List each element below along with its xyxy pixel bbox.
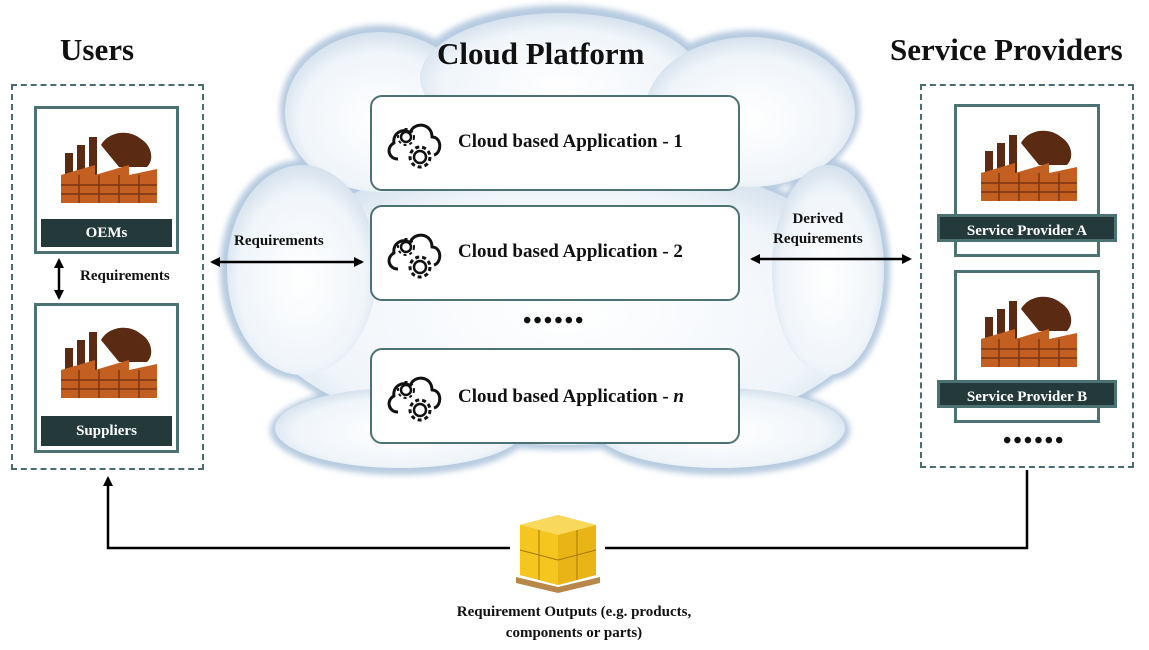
service-provider-a-card: Service Provider A bbox=[937, 104, 1117, 257]
service-providers-group bbox=[920, 84, 1134, 468]
derived-requirements-label: Derived Requirements bbox=[773, 211, 863, 247]
requirement-outputs-caption: Requirement Outputs (e.g. products, comp… bbox=[456, 604, 692, 641]
service-provider-b-card: Service Provider B bbox=[937, 270, 1117, 423]
factory-icon bbox=[61, 132, 157, 203]
apps-ellipsis: •••••• bbox=[523, 308, 586, 334]
service-provider-b-label: Service Provider B bbox=[937, 380, 1117, 408]
service-providers-ellipsis: •••••• bbox=[1003, 428, 1066, 454]
output-users-arrow bbox=[103, 476, 510, 550]
cloud-gear-icon bbox=[387, 123, 442, 169]
oem-supplier-requirements-label: Requirements bbox=[80, 268, 170, 284]
oem-label: OEMs bbox=[41, 219, 172, 247]
app-box-n: Cloud based Application - n bbox=[370, 348, 740, 444]
app-label-1: Cloud based Application - 1 bbox=[458, 131, 683, 152]
factory-icon bbox=[981, 130, 1077, 201]
providers-output-line bbox=[605, 470, 1029, 550]
service-provider-a-label: Service Provider A bbox=[937, 214, 1117, 242]
cloud-gear-icon bbox=[387, 233, 442, 279]
app-label-n: Cloud based Application - n bbox=[458, 386, 684, 407]
app-label-2: Cloud based Application - 2 bbox=[458, 241, 683, 262]
factory-icon bbox=[981, 296, 1077, 367]
supplier-label: Suppliers bbox=[41, 416, 172, 446]
app-box-2: Cloud based Application - 2 bbox=[370, 205, 740, 301]
cloud-platform-title: Cloud Platform bbox=[437, 36, 645, 71]
service-providers-title: Service Providers bbox=[890, 32, 1123, 67]
app-box-1: Cloud based Application - 1 bbox=[370, 95, 740, 191]
cloud-gear-icon bbox=[387, 376, 442, 422]
users-cloud-requirements-label: Requirements bbox=[234, 233, 324, 249]
users-title: Users bbox=[60, 32, 135, 67]
factory-icon bbox=[61, 327, 157, 398]
users-group bbox=[11, 84, 204, 470]
package-pallet-icon bbox=[516, 515, 600, 593]
oem-card: OEMs bbox=[34, 106, 179, 254]
supplier-card: Suppliers bbox=[34, 303, 179, 453]
